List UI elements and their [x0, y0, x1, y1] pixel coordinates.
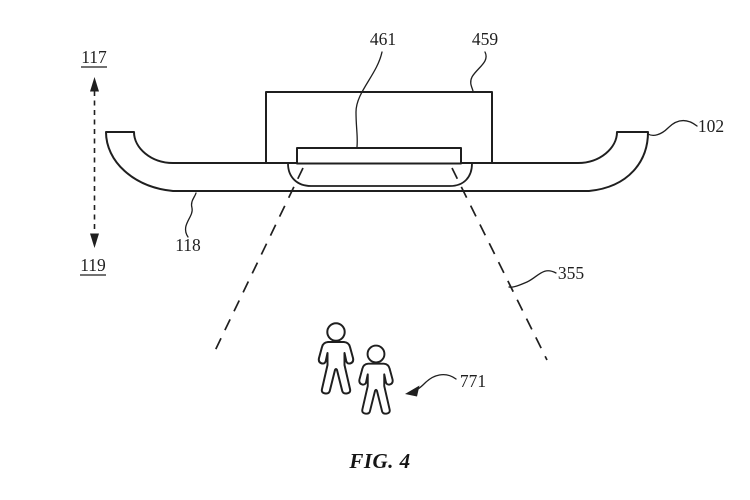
person-head: [326, 322, 346, 342]
sensor-dome-outline: [287, 163, 473, 187]
fov-line-right: [451, 167, 548, 361]
person-body: [317, 341, 355, 395]
ref-label-102: 102: [698, 116, 724, 136]
ref-label-117: 117: [81, 47, 107, 67]
fov-line-left: [211, 167, 304, 358]
leader-771: [412, 373, 457, 392]
ref-label-461: 461: [370, 29, 396, 49]
leader-118: [184, 192, 197, 238]
arrowhead-down-icon: [90, 233, 99, 248]
device-body-outline: [105, 131, 649, 192]
arrowhead-up-icon: [90, 77, 99, 92]
leader-459: [470, 51, 487, 92]
ref-label-118: 118: [175, 235, 201, 255]
pointer-771: [405, 373, 457, 397]
person-head: [366, 344, 386, 364]
person-figure-large: [317, 322, 355, 395]
leader-355: [508, 270, 557, 288]
leader-102: [647, 120, 698, 136]
ref-label-459: 459: [472, 29, 499, 49]
leader-461: [355, 51, 383, 148]
ref-label-771: 771: [460, 371, 486, 391]
figure-caption: FIG. 4: [348, 449, 410, 473]
ref-label-355: 355: [558, 263, 585, 283]
component-bar-461: [296, 147, 462, 165]
ref-label-119: 119: [80, 255, 106, 275]
reference-labels: 117 119 461 459 102 118 355 771: [80, 29, 724, 391]
person-body: [358, 362, 394, 415]
person-figure-small: [358, 344, 394, 415]
height-measure-arrow: [90, 77, 99, 248]
arrowhead-left-icon: [405, 385, 420, 397]
